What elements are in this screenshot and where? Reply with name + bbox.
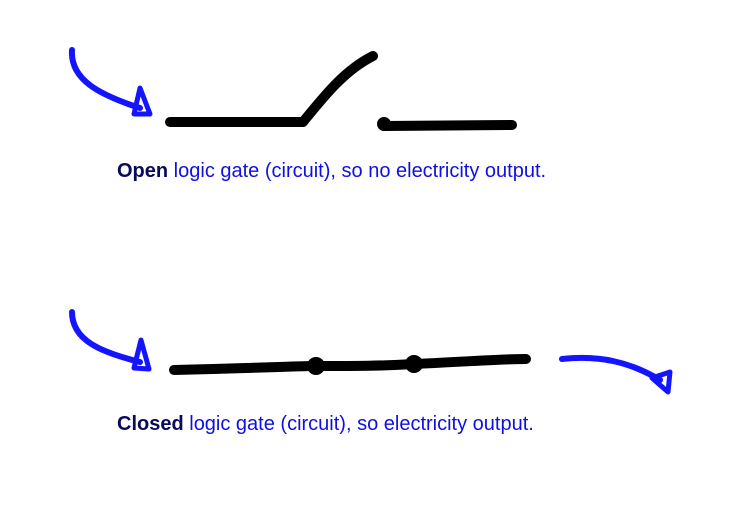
closed-label: Closed [117,413,184,435]
arrow-head-icon [131,337,152,372]
open-switch-lever [298,51,378,127]
arrow-head-icon [649,369,673,395]
output-arrow-icon [559,354,663,383]
input-arrow-icon [69,309,143,365]
open-label: Open [117,160,169,182]
open-description: logic gate (circuit), so no electricity … [168,160,547,182]
closed-caption: Closed logic gate (circuit), so electric… [117,413,534,436]
closed-wire [169,354,531,375]
closed-description: logic gate (circuit), so electricity out… [183,413,534,435]
wire-right [379,120,517,131]
closed-circuit [69,309,673,395]
contact-point [307,357,325,375]
open-caption: Open logic gate (circuit), so no electri… [117,160,546,183]
contact-point [405,355,423,373]
open-circuit [68,47,517,131]
input-arrow-icon [68,47,143,111]
arrow-head-icon [131,85,153,117]
